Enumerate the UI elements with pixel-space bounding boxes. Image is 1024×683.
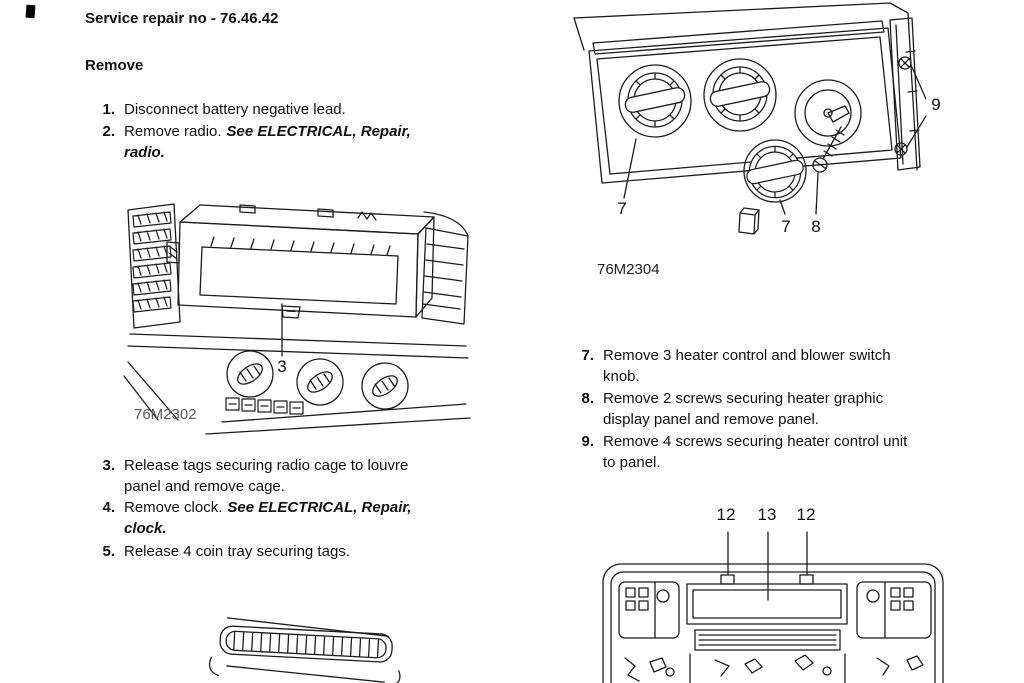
callout-12a: 12 [706, 506, 746, 523]
step-text: Remove clock.See ELECTRICAL, Repair, clo… [124, 497, 444, 539]
step-text: Remove 4 screws securing heater control … [603, 433, 908, 471]
callout-7a: 7 [612, 200, 632, 217]
step-item-8: 8. Remove 2 screws securing heater graph… [570, 388, 918, 430]
step-reference: See ELECTRICAL, Repair, radio. [124, 123, 411, 161]
step-text-plain: Remove radio. [124, 123, 222, 140]
callout-12b: 12 [786, 506, 826, 523]
step-item-4: 4. Remove clock.See ELECTRICAL, Repair, … [91, 497, 444, 539]
step-text-plain: Remove clock. [124, 499, 223, 516]
step-number: 8. [581, 390, 594, 407]
step-item-1: 1. Disconnect battery negative lead. [91, 99, 444, 120]
step-text: Remove radio.See ELECTRICAL, Repair, rad… [124, 121, 444, 163]
step-item-7: 7. Remove 3 heater control and blower sw… [570, 345, 918, 387]
figure-caption-76M2302: 76M2302 [134, 406, 197, 423]
step-item-9: 9. Remove 4 screws securing heater contr… [570, 431, 918, 473]
step-number: 2. [102, 123, 115, 140]
radio-cage-illustration [123, 203, 471, 435]
figure-lower-dash-diagram [595, 530, 955, 683]
step-item-3: 3. Release tags securing radio cage to l… [91, 455, 444, 497]
step-text: Release 4 coin tray securing tags. [124, 543, 350, 560]
step-number: 3. [102, 457, 115, 474]
step-text: Disconnect battery negative lead. [124, 101, 346, 118]
figure-louvre-panel-partial [198, 612, 413, 683]
lower-dash-illustration [602, 531, 944, 683]
service-repair-number: Service repair no - 76.46.42 [85, 10, 279, 27]
figure-radio-cage-diagram: 3 76M2302 [122, 192, 474, 442]
step-text: Remove 2 screws securing heater graphic … [603, 390, 884, 428]
figure-heater-control-diagram: 7 7 8 9 [560, 0, 1015, 252]
callout-8: 8 [806, 218, 826, 235]
section-heading-remove: Remove [85, 57, 144, 74]
step-number: 7. [581, 347, 594, 364]
step-number: 4. [102, 499, 115, 516]
step-text: Release tags securing radio cage to louv… [124, 457, 409, 495]
louvre-panel-illustration [208, 617, 401, 683]
step-reference: See ELECTRICAL, Repair, clock. [124, 499, 412, 537]
page-edge-mark [25, 4, 36, 19]
callout-7b: 7 [776, 218, 796, 235]
step-number: 5. [102, 543, 115, 560]
step-text: Remove 3 heater control and blower switc… [603, 347, 891, 385]
callout-13: 13 [747, 506, 787, 523]
callout-3: 3 [274, 358, 290, 375]
step-item-5: 5. Release 4 coin tray securing tags. [91, 541, 444, 562]
step-item-2: 2. Remove radio.See ELECTRICAL, Repair, … [91, 121, 444, 163]
callout-9: 9 [926, 96, 946, 113]
figure-caption-76M2304: 76M2304 [597, 261, 660, 278]
heater-control-illustration [573, 2, 927, 235]
step-number: 1. [102, 101, 115, 118]
step-number: 9. [581, 433, 594, 450]
